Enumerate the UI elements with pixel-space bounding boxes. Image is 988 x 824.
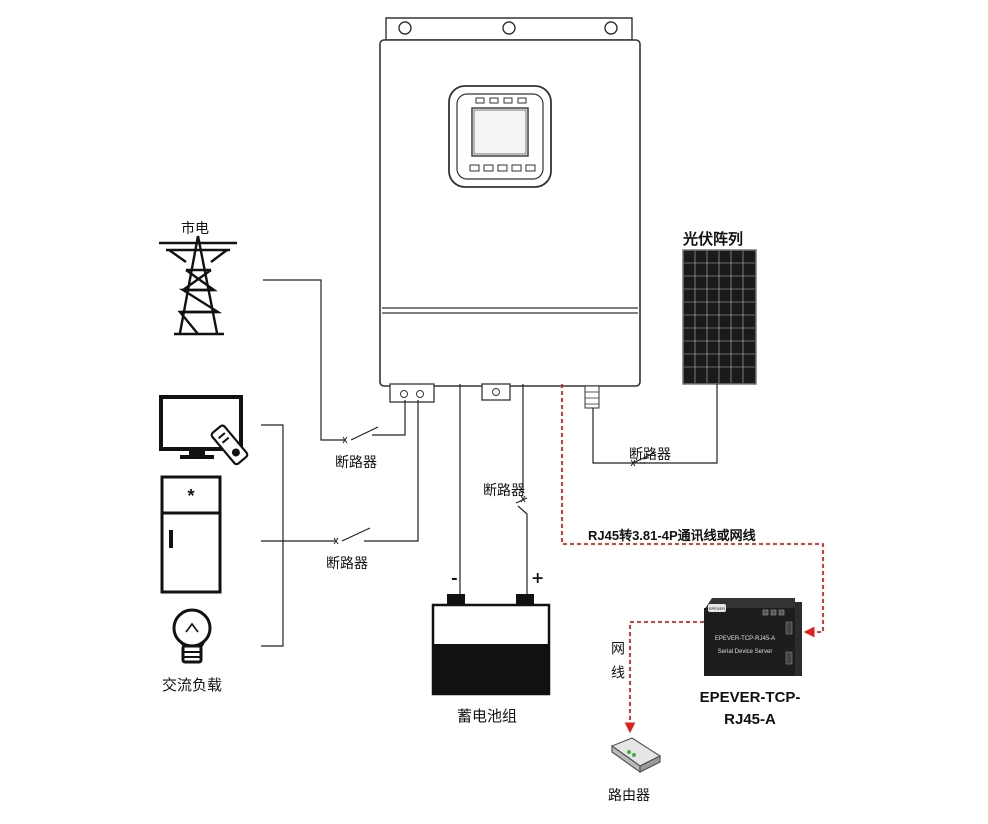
network-cable bbox=[624, 621, 704, 734]
network-cable-label: 网线 bbox=[609, 641, 625, 689]
battery-minus-label: - bbox=[451, 568, 458, 587]
communication-cable bbox=[561, 384, 824, 638]
svg-text:*: * bbox=[187, 486, 194, 506]
power-wiring bbox=[261, 279, 718, 647]
device-face-title: EPEVER-TCP-RJ45-A bbox=[715, 636, 775, 642]
refrigerator-icon: * bbox=[160, 475, 222, 594]
router-label: 路由器 bbox=[608, 788, 650, 804]
device-model-line2: RJ45-A bbox=[724, 711, 776, 728]
grid-label: 市电 bbox=[181, 221, 209, 237]
light-bulb-icon bbox=[172, 608, 212, 664]
breaker-load-label: 断路器 bbox=[326, 556, 368, 572]
lcd-display-icon bbox=[448, 85, 552, 188]
breaker-battery-label: 断路器 bbox=[483, 483, 525, 499]
breaker-pv-label: 断路器 bbox=[629, 447, 671, 463]
breaker-grid-label: 断路器 bbox=[335, 455, 377, 471]
battery-plus-label: + bbox=[531, 568, 545, 587]
solar-panel-icon bbox=[682, 249, 757, 385]
breaker-contact-icon bbox=[333, 436, 636, 545]
device-face-subtitle: Serial Device Server bbox=[718, 649, 773, 655]
comm-cable-label: RJ45转3.81-4P通讯线或网线 bbox=[588, 528, 756, 543]
inverter-unit bbox=[379, 17, 641, 409]
battery-bank-icon bbox=[431, 594, 551, 696]
mount-hole-icon bbox=[398, 21, 618, 35]
router-icon bbox=[610, 737, 662, 774]
battery-bank-label: 蓄电池组 bbox=[457, 707, 518, 725]
bottom-terminals bbox=[389, 383, 600, 409]
remote-control-icon bbox=[210, 424, 249, 466]
device-model-label: EPEVER-TCP- RJ45-A bbox=[680, 687, 820, 731]
serial-device-server-icon: EPEVER EPEVER-TCP-RJ45-A Serial Device S… bbox=[704, 598, 802, 676]
utility-grid-tower-icon bbox=[159, 235, 237, 336]
ac-load-label: 交流负载 bbox=[162, 676, 223, 694]
device-model-line1: EPEVER-TCP- bbox=[699, 689, 801, 706]
device-brand: EPEVER bbox=[709, 606, 725, 611]
pv-array-label: 光伏阵列 bbox=[683, 231, 744, 248]
